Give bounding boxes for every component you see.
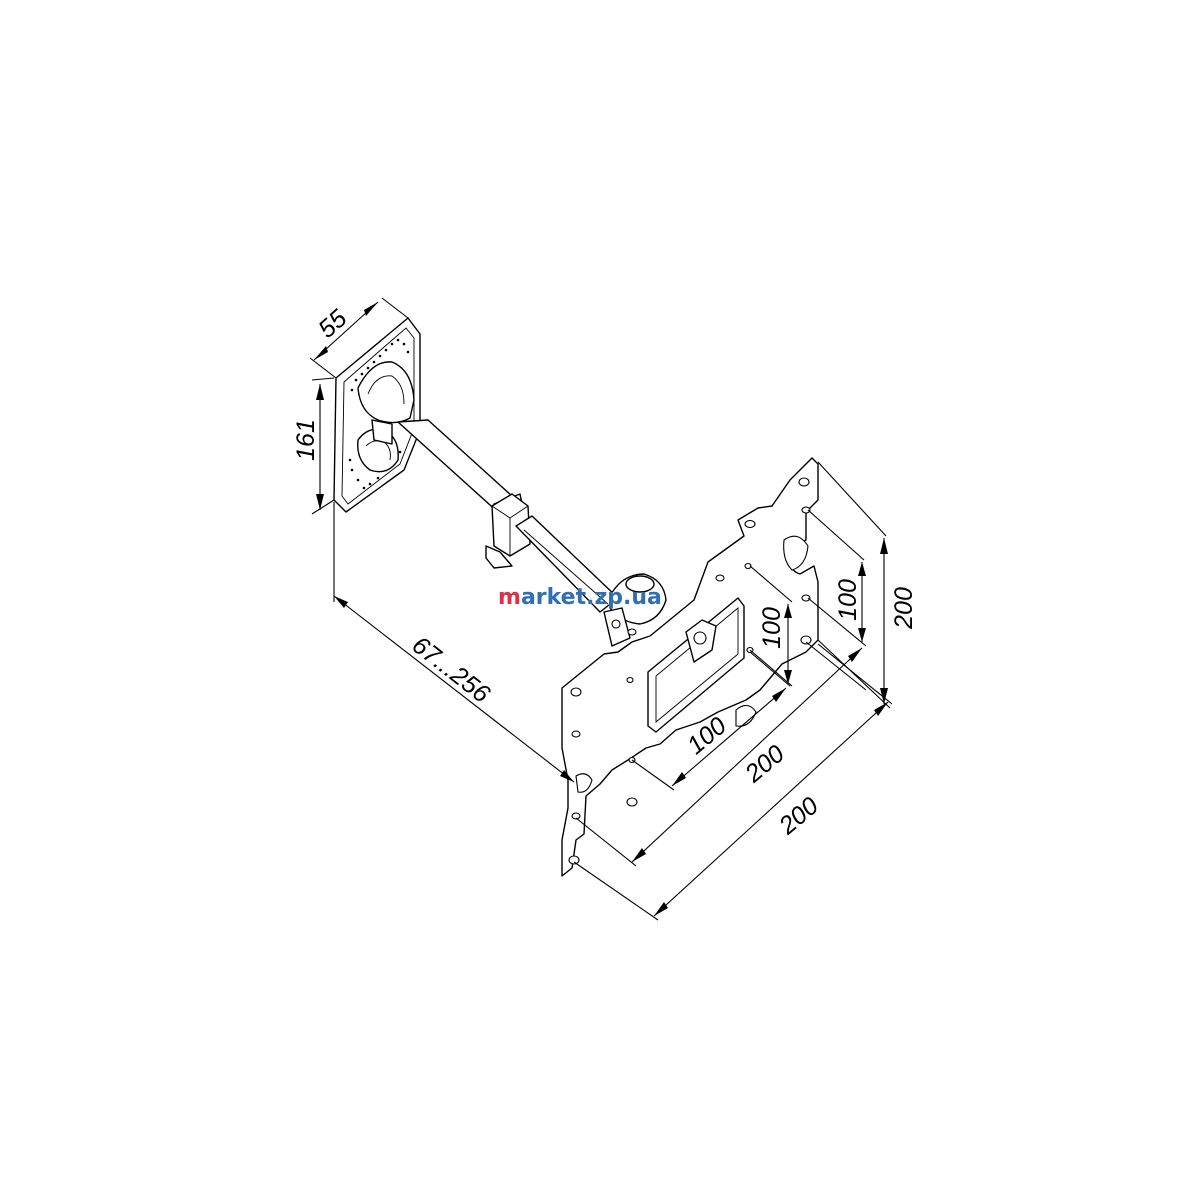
dim-label-55: 55 [313, 304, 352, 343]
tv-mounting-plate [561, 457, 819, 877]
dim-label-100-inner-v: 100 [758, 607, 786, 649]
dim-label-161: 161 [292, 419, 320, 461]
dim-label-200-v: 200 [890, 587, 918, 630]
dim-label-200-bottom-h: 200 [773, 792, 824, 841]
wall-base-plate [333, 317, 421, 513]
watermark: market.zp.ua [498, 585, 662, 610]
dim-label-100-mid-v: 100 [834, 579, 862, 621]
dim-label-200-mid-h: 200 [739, 740, 790, 789]
watermark-suffix: arket.zp.ua [521, 585, 662, 610]
dimension-lines [309, 297, 893, 921]
dim-label-67-256: 67...256 [407, 631, 496, 709]
extension-arm [397, 419, 667, 647]
watermark-prefix: m [498, 585, 521, 610]
